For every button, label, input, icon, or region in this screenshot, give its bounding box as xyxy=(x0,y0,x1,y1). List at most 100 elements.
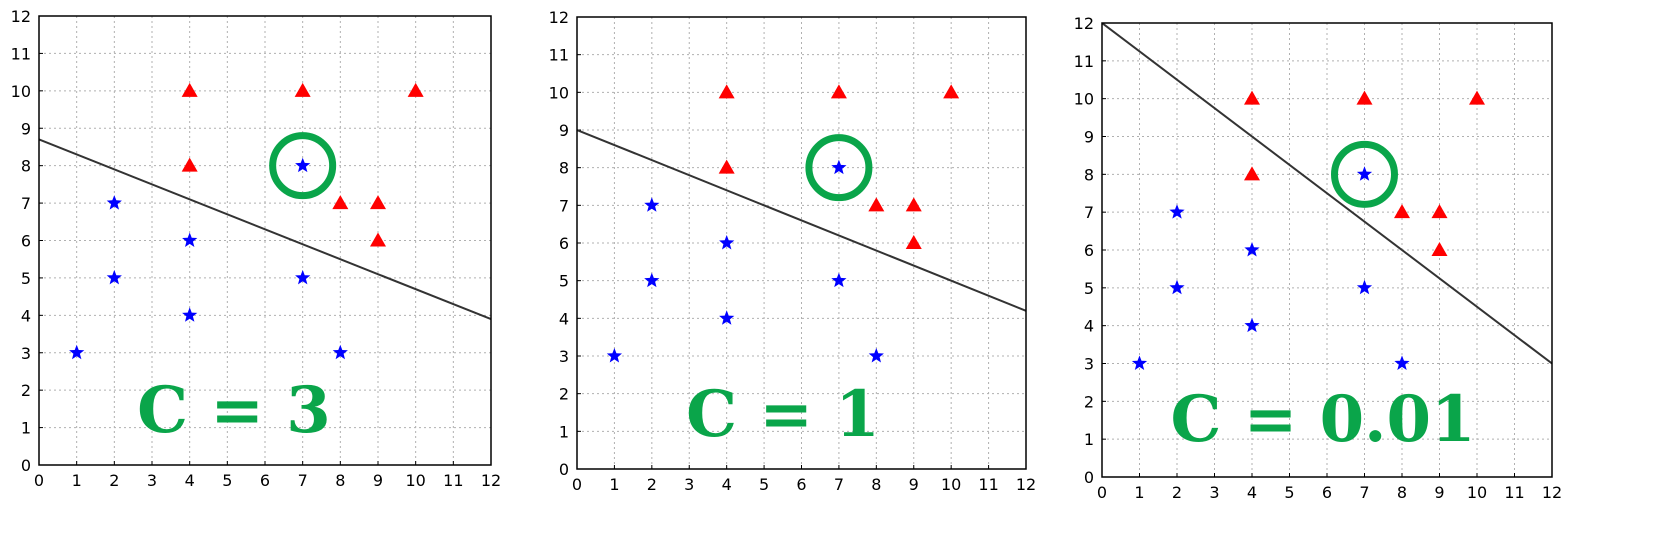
y-tick-label: 2 xyxy=(1084,392,1094,411)
star-point xyxy=(1169,279,1185,295)
star-point xyxy=(719,235,735,250)
star-point xyxy=(719,310,735,325)
x-tick-label: 5 xyxy=(1284,483,1294,502)
star-point xyxy=(1244,317,1260,333)
y-tick-label: 12 xyxy=(1074,14,1094,33)
y-tick-label: 9 xyxy=(1084,128,1094,147)
star-point xyxy=(1244,242,1260,257)
y-tick-label: 4 xyxy=(559,309,569,328)
decision-boundary-line xyxy=(1102,23,1552,365)
y-tick-label: 3 xyxy=(1084,355,1094,374)
star-point xyxy=(295,269,311,285)
y-tick-label: 8 xyxy=(21,157,31,176)
x-tick-label: 0 xyxy=(34,471,44,490)
y-tick-label: 10 xyxy=(549,83,569,102)
y-tick-label: 4 xyxy=(21,306,31,325)
triangle-point xyxy=(370,195,386,210)
c-value-label: C = 3 xyxy=(137,373,331,448)
y-tick-label: 4 xyxy=(1084,317,1094,336)
y-tick-label: 2 xyxy=(559,385,569,404)
x-tick-label: 0 xyxy=(572,475,582,494)
x-tick-label: 4 xyxy=(185,471,195,490)
star-point xyxy=(69,344,85,360)
triangle-point xyxy=(905,197,922,212)
x-tick-label: 5 xyxy=(759,475,769,494)
y-tick-label: 1 xyxy=(559,422,569,441)
x-tick-label: 7 xyxy=(298,471,308,490)
y-tick-label: 10 xyxy=(1074,90,1094,109)
x-tick-label: 11 xyxy=(978,475,998,494)
x-tick-label: 6 xyxy=(1322,483,1332,502)
y-tick-label: 6 xyxy=(559,234,569,253)
star-point xyxy=(1394,355,1410,370)
y-tick-label: 0 xyxy=(1084,468,1094,487)
y-tick-label: 11 xyxy=(549,46,569,65)
plot-frame xyxy=(1101,22,1553,478)
star-point xyxy=(831,272,847,288)
x-tick-label: 1 xyxy=(72,471,82,490)
star-point xyxy=(332,344,348,360)
triangle-point xyxy=(332,195,349,210)
y-tick-label: 0 xyxy=(559,460,569,479)
y-tick-label: 5 xyxy=(21,269,31,288)
y-tick-label: 5 xyxy=(1084,279,1094,298)
star-point xyxy=(1131,355,1148,370)
x-tick-label: 7 xyxy=(1359,483,1369,502)
y-tick-label: 12 xyxy=(11,7,31,26)
y-tick-label: 11 xyxy=(11,44,31,63)
x-tick-label: 8 xyxy=(871,475,881,494)
x-tick-label: 4 xyxy=(722,475,732,494)
star-point xyxy=(1356,166,1373,181)
triangle-point xyxy=(407,82,424,97)
y-tick-label: 9 xyxy=(559,121,569,140)
x-tick-label: 10 xyxy=(941,475,961,494)
triangle-point xyxy=(294,82,311,97)
triangle-point xyxy=(181,82,198,97)
star-point xyxy=(182,232,198,247)
triangle-point xyxy=(1244,90,1260,105)
x-tick-label: 9 xyxy=(909,475,919,494)
triangle-point xyxy=(718,159,735,174)
highlight-circle xyxy=(269,132,337,200)
star-point xyxy=(182,307,198,322)
decision-boundary-line xyxy=(577,129,1026,312)
x-tick-label: 12 xyxy=(481,471,501,490)
x-tick-label: 11 xyxy=(443,471,463,490)
triangle-point xyxy=(905,235,922,249)
triangle-point xyxy=(181,157,198,172)
x-tick-label: 2 xyxy=(1172,483,1182,502)
star-point xyxy=(1356,279,1373,295)
star-point xyxy=(106,195,122,210)
triangle-point xyxy=(1394,204,1410,219)
x-tick-label: 10 xyxy=(1467,483,1487,502)
y-tick-label: 0 xyxy=(21,456,31,475)
highlight-circle xyxy=(805,134,873,202)
x-tick-label: 3 xyxy=(684,475,694,494)
x-tick-label: 12 xyxy=(1016,475,1036,494)
y-tick-label: 1 xyxy=(21,419,31,438)
triangle-point xyxy=(943,84,960,99)
y-tick-label: 6 xyxy=(21,232,31,251)
triangle-point xyxy=(718,84,735,99)
x-tick-label: 3 xyxy=(1209,483,1219,502)
y-tick-label: 11 xyxy=(1074,52,1094,71)
triangle-point xyxy=(1356,90,1373,105)
x-tick-label: 6 xyxy=(796,475,806,494)
y-tick-label: 8 xyxy=(559,159,569,178)
triangle-point xyxy=(1469,90,1485,105)
x-tick-label: 1 xyxy=(1134,483,1144,502)
plot-frame xyxy=(576,16,1027,470)
y-tick-label: 12 xyxy=(549,8,569,27)
triangle-point xyxy=(1431,204,1448,219)
star-point xyxy=(868,348,884,363)
x-tick-label: 2 xyxy=(647,475,657,494)
y-tick-label: 3 xyxy=(21,344,31,363)
y-tick-label: 9 xyxy=(21,119,31,138)
y-tick-label: 5 xyxy=(559,272,569,291)
star-point xyxy=(1169,204,1185,219)
triangle-point xyxy=(370,232,386,247)
